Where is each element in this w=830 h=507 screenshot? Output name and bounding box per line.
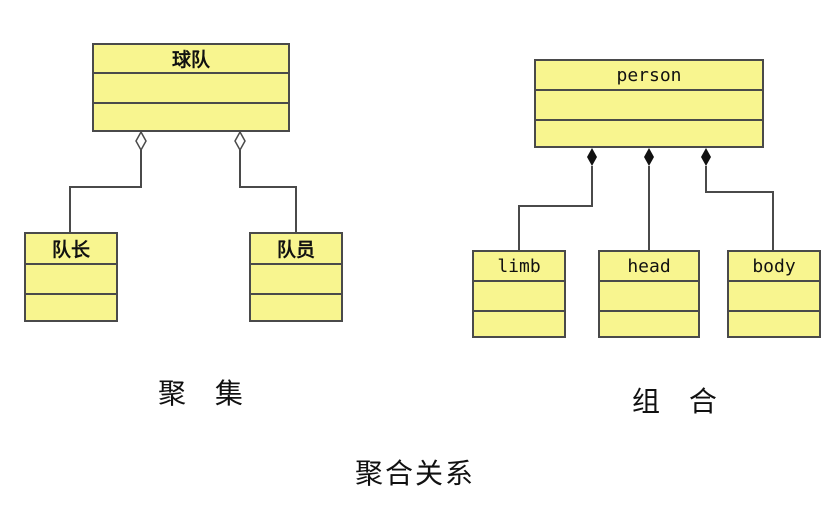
class-body-methods (729, 310, 819, 336)
class-limb-methods (474, 310, 564, 336)
class-person-name: person (616, 64, 682, 86)
class-head: head (598, 250, 700, 338)
class-person: person (534, 59, 764, 148)
filled-diamond-icon (701, 148, 711, 166)
class-captain: 队长 (24, 232, 118, 322)
composition-link-limb (518, 166, 593, 250)
filled-diamond-icon (644, 148, 654, 166)
composition-link-body (705, 166, 774, 250)
aggregation-link-member (239, 150, 297, 232)
diagram-title: 聚合关系 (354, 457, 475, 490)
class-person-attributes (536, 89, 762, 119)
class-person-methods (536, 119, 762, 146)
class-body-attributes (729, 280, 819, 310)
hollow-diamond-icon (234, 130, 246, 152)
class-member-name: 队员 (276, 239, 315, 261)
class-limb-attributes (474, 280, 564, 310)
class-team-name: 球队 (171, 49, 210, 71)
class-captain-attributes (26, 263, 116, 293)
class-member-attributes (251, 263, 341, 293)
aggregation-link-captain (69, 150, 142, 232)
class-captain-name: 队长 (51, 239, 90, 261)
class-captain-methods (26, 293, 116, 320)
class-head-methods (600, 310, 698, 336)
class-head-name: head (627, 255, 671, 277)
class-body-name: body (752, 255, 796, 277)
class-team-attributes (94, 72, 288, 102)
class-member-methods (251, 293, 341, 320)
class-limb-name: limb (497, 255, 541, 277)
hollow-diamond-icon (135, 130, 147, 152)
class-limb: limb (472, 250, 566, 338)
composition-caption: 组 合 (632, 385, 727, 418)
class-team-methods (94, 102, 288, 130)
class-member: 队员 (249, 232, 343, 322)
class-body: body (727, 250, 821, 338)
aggregation-caption: 聚 集 (158, 377, 253, 410)
filled-diamond-icon (587, 148, 597, 166)
class-head-attributes (600, 280, 698, 310)
class-team: 球队 (92, 43, 290, 132)
